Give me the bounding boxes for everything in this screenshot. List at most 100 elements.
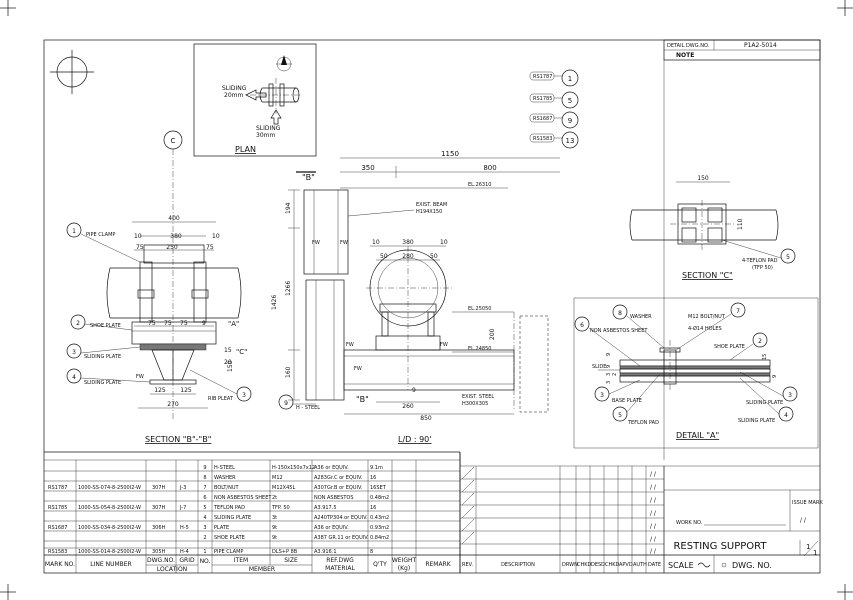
svg-text:SLIDING PLATE: SLIDING PLATE (738, 418, 775, 424)
svg-text:15: 15 (224, 347, 232, 354)
svg-text:75: 75 (180, 320, 188, 327)
svg-text:8: 8 (618, 310, 622, 317)
registration-target (50, 50, 94, 94)
svg-text:9: 9 (202, 320, 206, 327)
svg-text:2: 2 (76, 320, 80, 327)
callout: 3 BASE PLATE (594, 379, 642, 404)
svg-text:8: 8 (370, 549, 373, 555)
svg-text:RS1583: RS1583 (533, 136, 552, 142)
svg-text:9: 9 (284, 400, 288, 407)
svg-text:SIZE: SIZE (284, 557, 298, 564)
callout: 6 NON ASBESTOS SHEET (574, 316, 648, 367)
svg-text:3: 3 (788, 392, 792, 399)
elevation-title: L/D : 90' (398, 435, 431, 444)
svg-text:MARK NO.: MARK NO. (45, 561, 75, 568)
svg-text:1266: 1266 (285, 281, 292, 296)
svg-text:5: 5 (203, 505, 206, 511)
plan-label: PLAN (235, 145, 256, 154)
svg-text:FW: FW (340, 240, 348, 246)
svg-text:H194X150: H194X150 (416, 209, 442, 215)
cut-label-c: "C" (236, 348, 247, 356)
svg-text:5: 5 (618, 412, 622, 419)
svg-text:SCALE: SCALE (668, 561, 694, 570)
mark-list: RS1787 1 RS1785 5 RS1687 9 RS1583 13 (529, 69, 579, 149)
svg-text:9: 9 (203, 465, 206, 471)
svg-text:150: 150 (227, 360, 234, 372)
svg-text:APVD: APVD (619, 562, 633, 568)
table-row: 9 H-STEEL H-150x150x7x12 A36 or EQUIV. 9… (203, 465, 383, 471)
svg-text:/ /: / / (800, 517, 807, 524)
compass-north-icon (276, 55, 292, 72)
callout: 3 SLIDING PLATE (66, 343, 141, 360)
svg-text:FW: FW (136, 374, 144, 380)
plan-sliding-y: SLIDING (256, 125, 281, 132)
svg-text:REMARK: REMARK (425, 561, 451, 568)
svg-text:PIPE CLAMP: PIPE CLAMP (214, 549, 243, 555)
scale-wave-icon (697, 562, 711, 568)
svg-text:/ /: / / (650, 471, 657, 478)
svg-text:7: 7 (736, 308, 740, 315)
svg-text:150: 150 (697, 175, 709, 182)
svg-text:M12: M12 (272, 475, 283, 481)
svg-text:4-Ø14 HOLES: 4-Ø14 HOLES (688, 325, 722, 332)
svg-text:9.1m: 9.1m (370, 465, 383, 471)
svg-text:15: 15 (762, 354, 768, 360)
table-row: RS1687 1000-SS-034-8-2500I2-W 306H H-5 (48, 525, 189, 531)
svg-text:75: 75 (148, 320, 156, 327)
svg-text:250: 250 (166, 244, 178, 251)
callout: 2 SHOE PLATE (714, 332, 768, 361)
callout: 5 TEFLON PAD (612, 373, 661, 426)
svg-text:NON ASBESTOS: NON ASBESTOS (314, 495, 354, 501)
svg-text:/ /: / / (650, 523, 657, 530)
svg-text:8: 8 (203, 475, 206, 481)
svg-text:SLIDING PLATE: SLIDING PLATE (84, 380, 121, 386)
svg-text:NON ASBESTOS SHEET: NON ASBESTOS SHEET (590, 328, 648, 334)
table-row: 6 NON ASBESTOS SHEET 2t NON ASBESTOS 0.4… (203, 495, 389, 501)
svg-text:10: 10 (440, 239, 448, 246)
drawing-title: RESTING SUPPORT (673, 541, 767, 552)
svg-text:EL.25050: EL.25050 (468, 306, 491, 312)
svg-text:ISSUE MARK: ISSUE MARK (792, 500, 823, 506)
note-label: NOTE (676, 52, 694, 59)
svg-text:9: 9 (772, 375, 778, 378)
svg-text:SLIDING PLATE: SLIDING PLATE (214, 515, 251, 521)
detail-a-title: DETAIL "A" (676, 431, 719, 440)
svg-text:280: 280 (402, 253, 414, 260)
svg-text:(TFP 50): (TFP 50) (752, 265, 773, 271)
svg-text:194: 194 (285, 202, 292, 214)
svg-text:SHOE PLATE: SHOE PLATE (90, 323, 121, 329)
svg-text:4-TEFLON PAD: 4-TEFLON PAD (742, 258, 778, 264)
svg-text:16SET: 16SET (370, 485, 387, 491)
table-row: RS1583 1000-SS-014-8-2500I2-W 305H H-4 (48, 549, 189, 555)
svg-text:2: 2 (612, 373, 618, 376)
svg-text:20: 20 (224, 359, 232, 366)
svg-text:SLIDE: SLIDE (592, 364, 606, 370)
svg-text:10: 10 (372, 239, 380, 246)
svg-text:A36 or EQUIV.: A36 or EQUIV. (314, 525, 349, 531)
detail-a-view: SLIDE 9 9 3 2 3 15 9 8 WASHER 7 M12 BOLT… (573, 297, 819, 449)
svg-text:WEIGHT: WEIGHT (392, 557, 417, 564)
svg-text:260: 260 (402, 403, 414, 410)
cut-label-a: "A" (228, 320, 239, 328)
svg-text:FW: FW (312, 240, 320, 246)
table-row: RS1785 1000-SS-054-8-2500I2-W 307H J-7 (48, 505, 186, 511)
svg-text:9t: 9t (272, 535, 277, 541)
mark-item: RS1785 5 (529, 91, 579, 109)
svg-text:FW: FW (354, 366, 362, 372)
svg-text:H-STEEL: H-STEEL (214, 465, 235, 471)
svg-text:RS1785: RS1785 (48, 505, 67, 511)
svg-text:16: 16 (370, 475, 376, 481)
svg-text:9: 9 (412, 387, 416, 394)
svg-text:3: 3 (242, 392, 246, 399)
svg-text:9t: 9t (272, 525, 277, 531)
mark-item: RS1787 1 (529, 69, 579, 87)
svg-text:RIB PLEAT: RIB PLEAT (208, 396, 234, 402)
svg-text:3: 3 (203, 525, 206, 531)
svg-text:TFP. 50: TFP. 50 (271, 505, 290, 511)
section-bb-view: C 400 10 380 10 75 250 75 75 75 75 (66, 130, 252, 444)
svg-text:305H: 305H (152, 549, 166, 555)
elevation-view: 1150 350 800 "B" EL.26310 EXIST. BEAM H1… (271, 150, 560, 444)
svg-text:BASE PLATE: BASE PLATE (612, 398, 642, 404)
